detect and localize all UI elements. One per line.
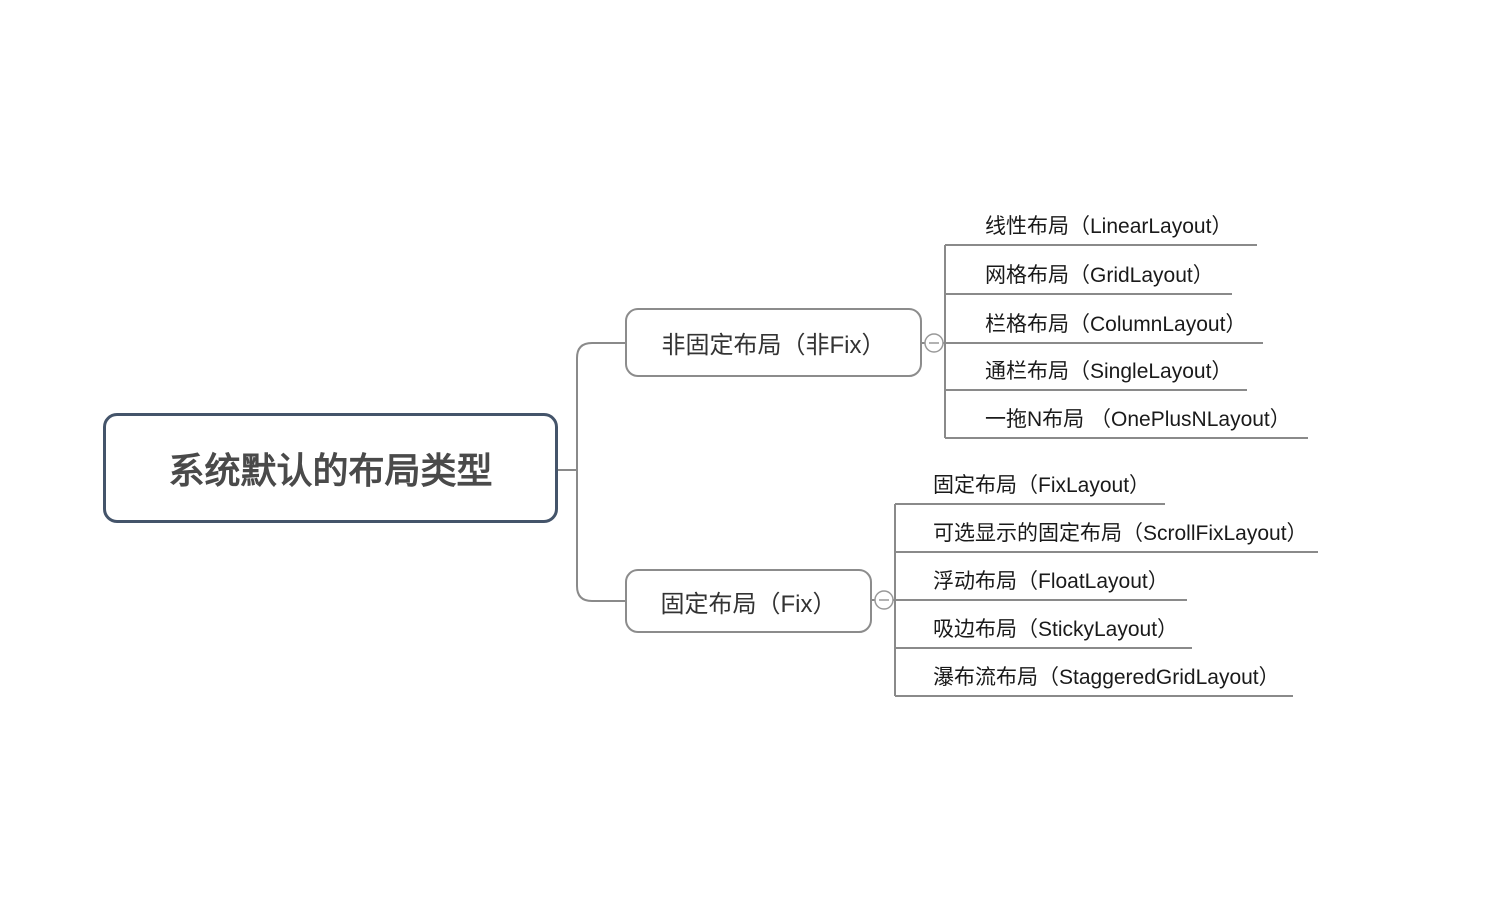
leaf-node-fixlayout[interactable]: 固定布局（FixLayout） bbox=[933, 474, 1151, 497]
collapse-toggle-branch2[interactable] bbox=[874, 590, 894, 610]
leaf-node-scrollfixlayout[interactable]: 可选显示的固定布局（ScrollFixLayout） bbox=[933, 522, 1308, 545]
root-branch-connectors bbox=[558, 342, 625, 602]
branch-node-nonfix[interactable]: 非固定布局（非Fix） bbox=[625, 308, 922, 377]
root-node[interactable]: 系统默认的布局类型 bbox=[103, 413, 558, 523]
leaf-node-linearlayout[interactable]: 线性布局（LinearLayout） bbox=[985, 215, 1233, 238]
branch-node-label: 非固定布局（非Fix） bbox=[661, 332, 886, 359]
leaf-node-gridlayout[interactable]: 网格布局（GridLayout） bbox=[985, 264, 1214, 287]
branch-node-label: 固定布局（Fix） bbox=[660, 590, 837, 618]
branch2-leaf-lines bbox=[872, 503, 1318, 697]
trunk-to-branch2-line bbox=[576, 470, 625, 602]
collapse-toggle-branch1[interactable] bbox=[924, 333, 944, 353]
leaf-node-floatlayout[interactable]: 浮动布局（FloatLayout） bbox=[933, 570, 1169, 593]
leaf-node-stickylayout[interactable]: 吸边布局（StickyLayout） bbox=[933, 618, 1179, 641]
branch-node-fix[interactable]: 固定布局（Fix） bbox=[625, 569, 872, 633]
leaf-node-columnlayout[interactable]: 栏格布局（ColumnLayout） bbox=[985, 313, 1247, 336]
root-node-label: 系统默认的布局类型 bbox=[168, 450, 493, 491]
branch1-leaf-lines bbox=[922, 244, 1308, 439]
leaf-node-staggeredgridlayout[interactable]: 瀑布流布局（StaggeredGridLayout） bbox=[933, 666, 1280, 689]
leaf-node-oneplusnlayout[interactable]: 一拖N布局 （OnePlusNLayout） bbox=[985, 408, 1291, 431]
trunk-to-branch1-line bbox=[576, 342, 625, 470]
leaf-node-singlelayout[interactable]: 通栏布局（SingleLayout） bbox=[985, 360, 1233, 383]
